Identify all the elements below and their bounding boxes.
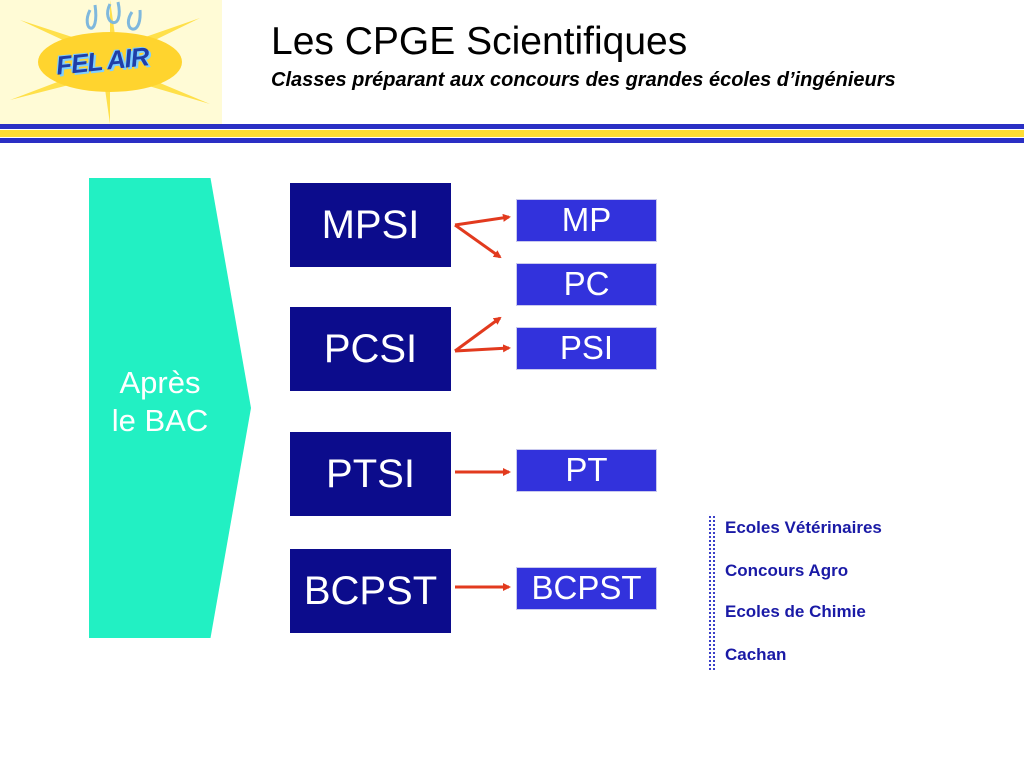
after-bac-line1: Après (119, 365, 201, 400)
page-title: Les CPGE Scientifiques (271, 20, 688, 63)
school-agro: Concours Agro (725, 561, 849, 580)
school-veterinaires: Ecoles Vétérinaires (725, 518, 882, 537)
page-subtitle: Classes préparant aux concours des grand… (271, 69, 896, 91)
box-pcsi: PCSI (290, 307, 451, 391)
school-chimie: Ecoles de Chimie (725, 602, 866, 621)
box-mpsi: MPSI (290, 183, 451, 267)
after-bac-label: Après le BAC (89, 364, 231, 440)
header-rule-bottom (0, 138, 1024, 143)
school-cachan: Cachan (725, 645, 787, 664)
box-mp: MP (516, 199, 657, 242)
after-bac-line2: le BAC (111, 403, 209, 438)
sun-logo-graphic (10, 0, 210, 124)
box-psi: PSI (516, 327, 657, 370)
header-rule-top (0, 124, 1024, 129)
box-bcpst-1: BCPST (290, 549, 451, 633)
arrow-pcsi-pc (454, 316, 502, 353)
arrow-mpsi-pc (454, 223, 502, 259)
after-bac-arrow (89, 178, 251, 638)
box-bcpst-2: BCPST (516, 567, 657, 610)
box-pt: PT (516, 449, 657, 492)
header-rule-middle (0, 130, 1024, 137)
fel-air-logo: FEL AIR (0, 0, 222, 124)
arrow-pcsi-psi (454, 344, 511, 353)
box-pc: PC (516, 263, 657, 306)
schools-dotted-border (708, 515, 716, 671)
arrow-mpsi-mp (454, 213, 511, 227)
box-ptsi: PTSI (290, 432, 451, 516)
